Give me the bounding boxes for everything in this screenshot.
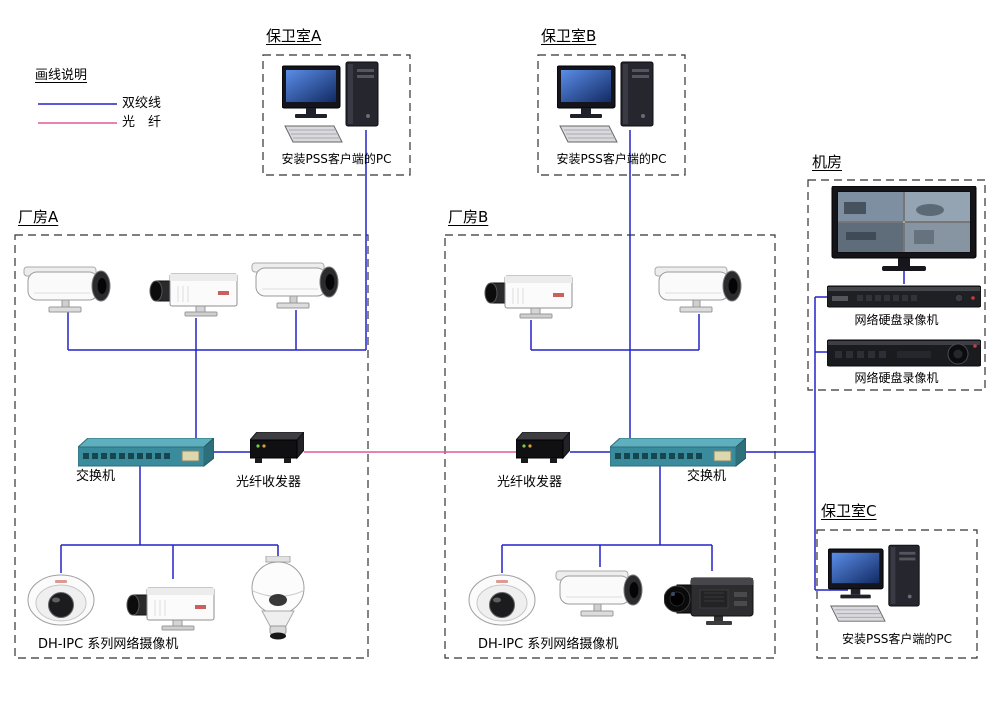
factory-a-switch-label: 交换机 [76, 469, 116, 484]
guard-room-a-pc [282, 60, 402, 152]
factory-a-title: 厂房A [18, 208, 59, 226]
server-room-box [807, 179, 986, 391]
factory-a-bottom-wiring [60, 451, 279, 579]
factory-b-fiber-transceiver [516, 432, 570, 466]
guard-room-c-pc-label: 安装PSS客户端的PC [841, 632, 953, 646]
factory-a-fiber-transceiver [250, 432, 304, 466]
nvr-1-label: 网络硬盘录像机 [854, 313, 939, 327]
server-room-title: 机房 [812, 153, 843, 171]
factory-a-dome-camera [25, 572, 97, 630]
factory-a-switch [78, 438, 214, 468]
guard-room-c-title: 保卫室C [821, 502, 877, 520]
factory-b-dome-camera [466, 572, 538, 630]
factory-b-camcorder-camera [664, 570, 760, 626]
factory-a-transceiver-label: 光纤收发器 [236, 475, 302, 490]
guard-room-b-title: 保卫室B [541, 27, 597, 45]
guard-room-a-box [262, 54, 411, 176]
server-room-monitor [830, 186, 978, 274]
legend-twisted-pair-label: 双绞线 [122, 96, 162, 111]
area-boxes [14, 54, 986, 659]
factory-b-cameras-label: DH-IPC 系列网络摄像机 [478, 637, 619, 652]
guard-room-c-pc [828, 543, 942, 631]
factory-a-cameras-label: DH-IPC 系列网络摄像机 [38, 637, 179, 652]
factory-b-switch [610, 438, 746, 468]
factory-a-box-camera-1 [148, 264, 244, 318]
factory-b-transceiver-label: 光纤收发器 [497, 475, 563, 490]
factory-b-box-camera-1 [483, 266, 579, 320]
guard-room-a-title: 保卫室A [266, 27, 322, 45]
nvr-2 [827, 338, 981, 368]
legend-title: 画线说明 [35, 68, 88, 83]
nvr-1 [827, 284, 981, 310]
legend-fiber-label: 光 纤 [122, 115, 162, 130]
guard-room-b-box [537, 54, 686, 176]
factory-a-bullet-camera-1 [22, 262, 114, 314]
server-room-trunk-wiring [746, 271, 905, 591]
guard-room-b-pc [557, 60, 677, 152]
factory-b-switch-label: 交换机 [687, 469, 727, 484]
factory-a-ptz-camera [245, 556, 311, 640]
guard-room-b-pc-label: 安装PSS客户端的PC [556, 152, 667, 166]
twisted-pair-lines [60, 130, 905, 591]
factory-b-title: 厂房B [448, 208, 489, 226]
nvr-2-label: 网络硬盘录像机 [854, 371, 939, 385]
factory-b-bullet-camera-1 [653, 262, 745, 314]
factory-b-bullet-camera-2 [554, 566, 646, 618]
factory-b-top-wiring [530, 130, 700, 453]
guard-room-c-box [816, 529, 978, 659]
factory-a-bullet-camera-2 [250, 258, 342, 310]
factory-b-bottom-wiring [501, 465, 713, 573]
factory-a-box-camera-2 [125, 578, 221, 632]
factory-a-top-wiring [67, 130, 367, 445]
guard-room-a-pc-label: 安装PSS客户端的PC [281, 152, 392, 166]
factory-a-box [14, 234, 369, 659]
factory-b-box [444, 234, 776, 659]
